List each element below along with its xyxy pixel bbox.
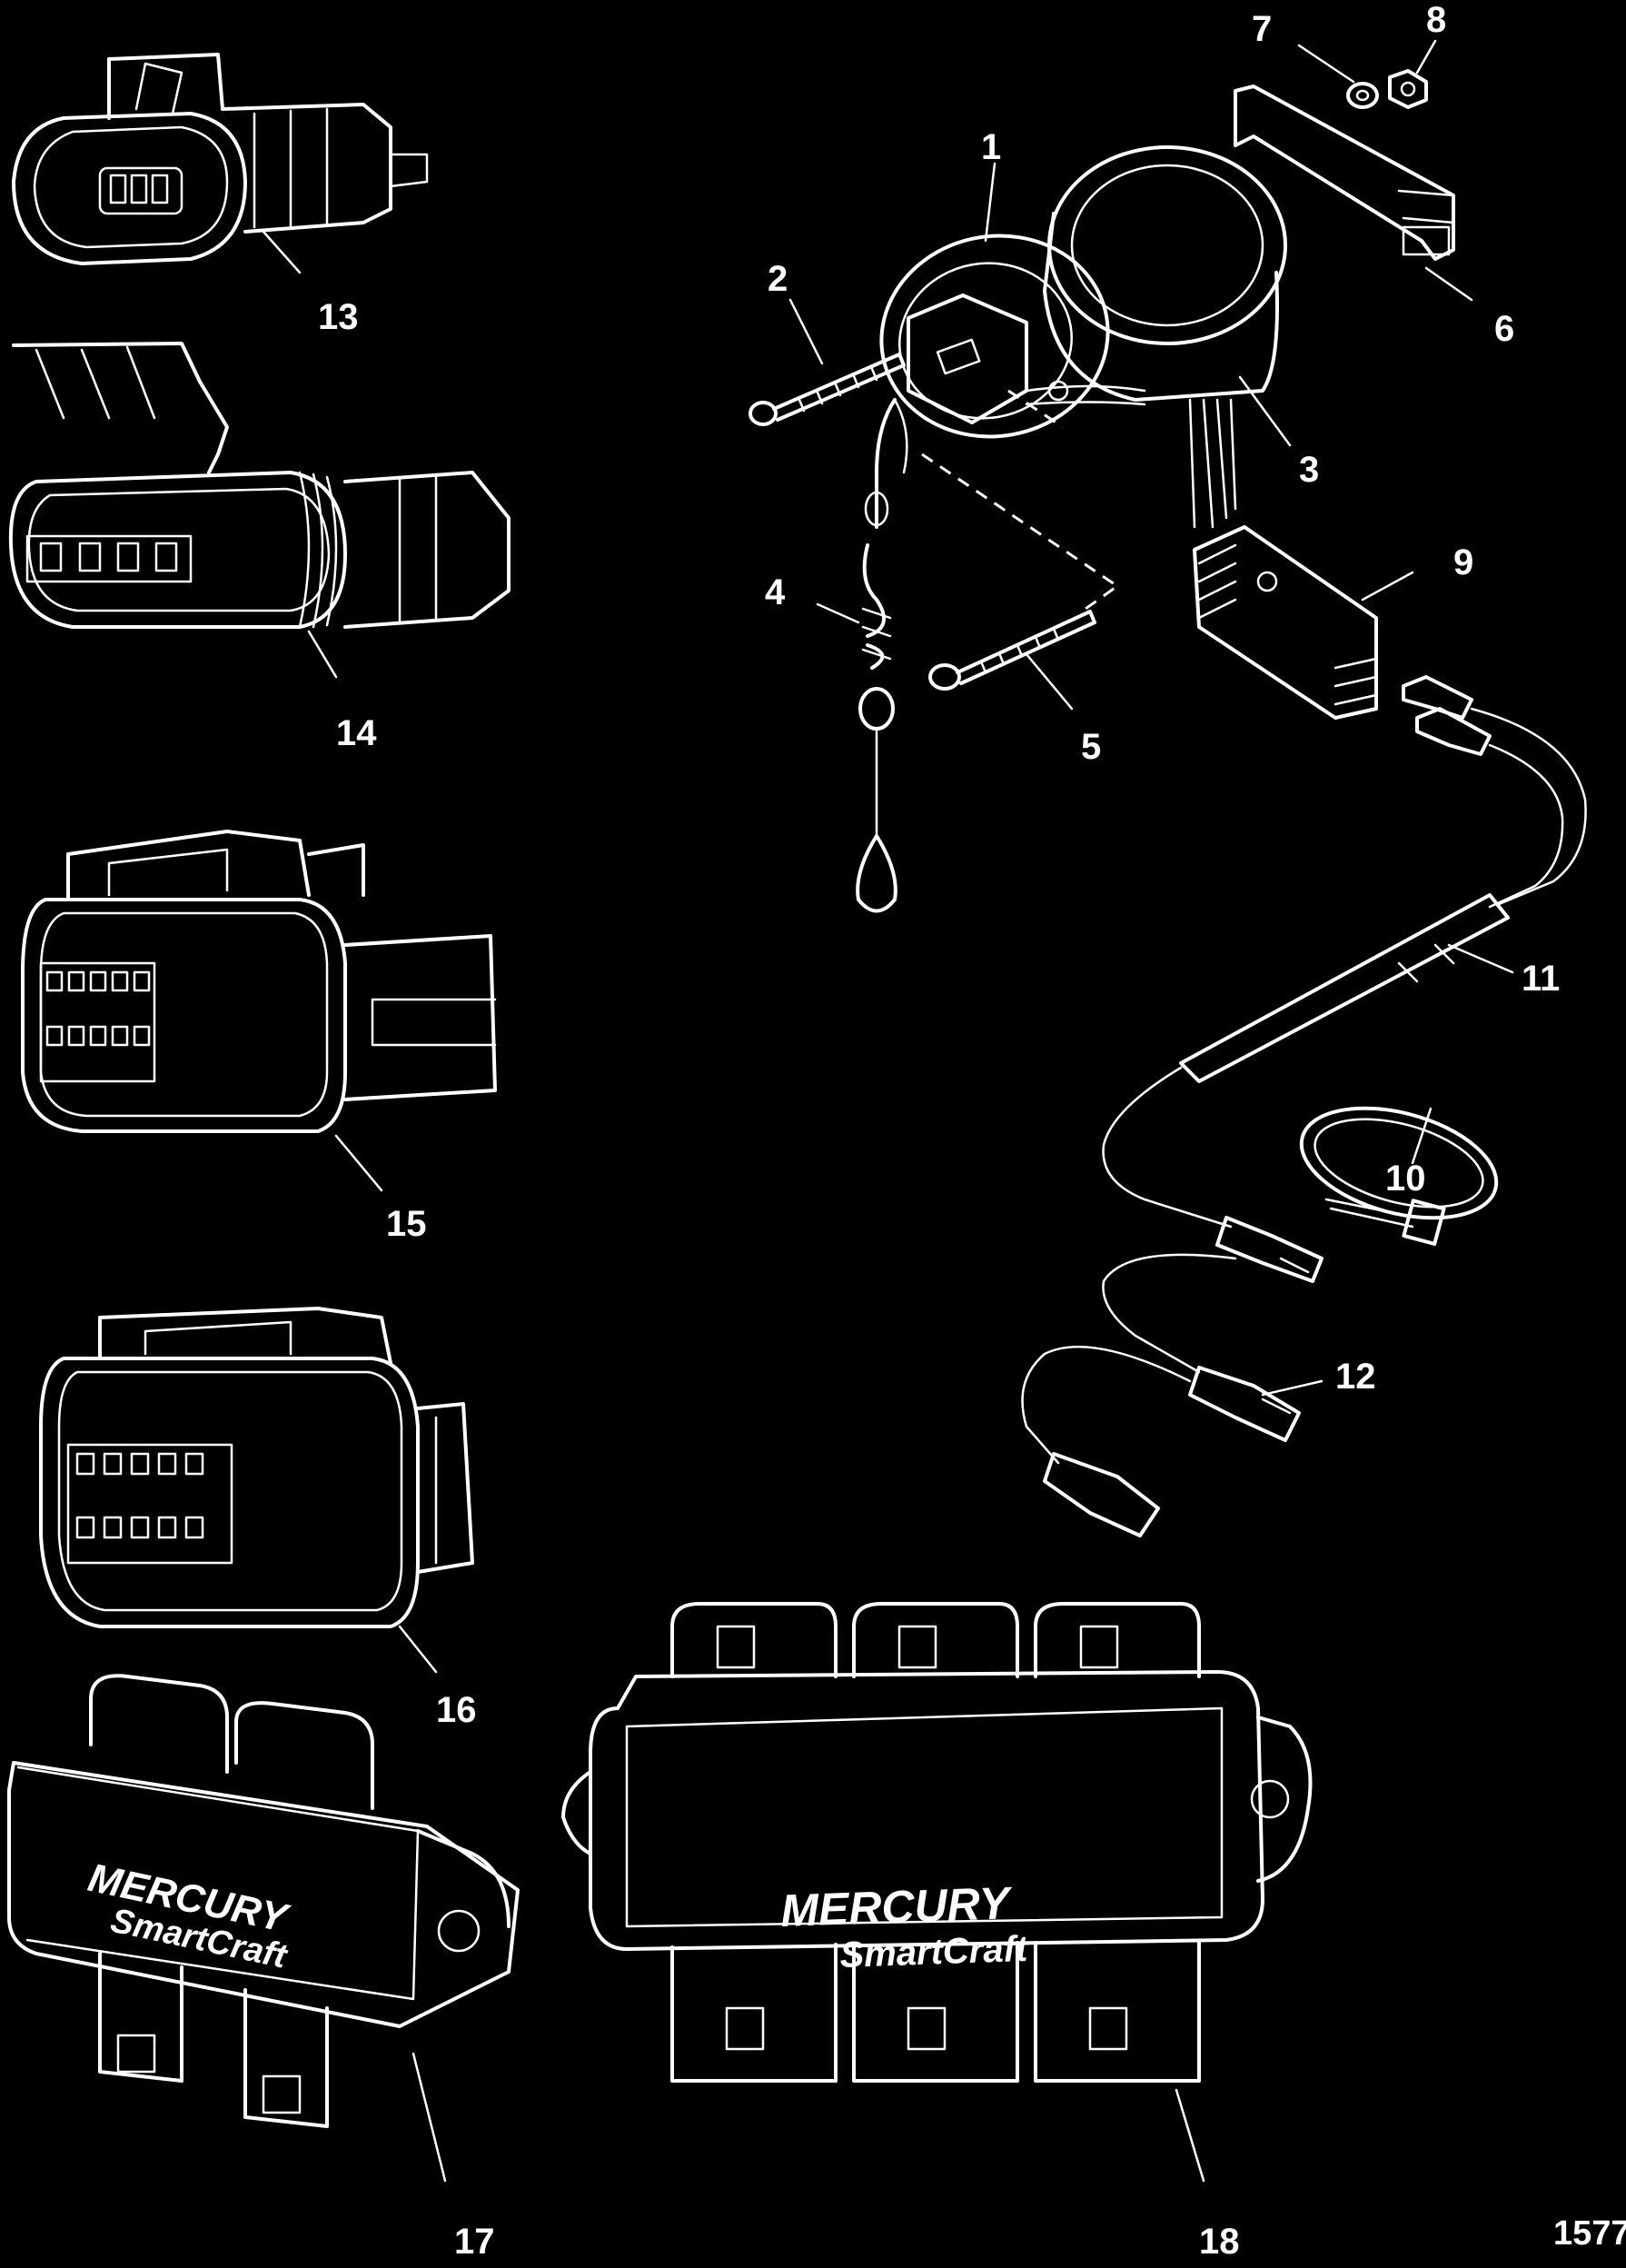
- callout-2: 2: [768, 259, 788, 299]
- callout-5: 5: [1081, 727, 1101, 767]
- hose-clamp-10: 10: [1299, 1106, 1499, 1246]
- terminal-bracket-9: 9: [1193, 525, 1473, 720]
- housing-3: 3: [1025, 145, 1319, 529]
- connector-13: 13: [12, 53, 429, 337]
- callout-9: 9: [1453, 542, 1473, 582]
- callout-6: 6: [1494, 309, 1514, 349]
- callout-8: 8: [1426, 0, 1446, 40]
- lanyard-4: 4: [765, 398, 908, 913]
- callout-11: 11: [1522, 959, 1560, 999]
- bracket-6: 6: [1234, 85, 1514, 349]
- smartcraft-text-18: SmartCraft: [839, 1929, 1030, 1975]
- callout-15: 15: [386, 1204, 427, 1244]
- connector-16: 16: [39, 1307, 477, 1730]
- screw-5: 5: [928, 610, 1101, 767]
- lead-wires-12: 12: [1021, 1066, 1376, 1537]
- callout-14: 14: [336, 713, 377, 753]
- mercury-logo-18: MERCURY: [779, 1877, 1014, 1936]
- callout-7: 7: [1252, 9, 1272, 49]
- connector-14: 14: [8, 342, 511, 753]
- wire-harness-11: 11: [1179, 675, 1587, 1083]
- callout-4: 4: [765, 572, 786, 612]
- callout-16: 16: [436, 1690, 477, 1730]
- figure-number: 1577: [1553, 2214, 1626, 2253]
- junction-box-18: MERCURY SmartCraft 18: [561, 1602, 1313, 2262]
- callout-1: 1: [981, 127, 1001, 167]
- callout-13: 13: [318, 297, 359, 337]
- nut-8: 8: [1388, 0, 1446, 109]
- lanyard-switch-1: 1: [879, 127, 1110, 439]
- callout-17: 17: [454, 2222, 495, 2262]
- callout-18: 18: [1199, 2222, 1240, 2262]
- screw-2: 2: [749, 259, 906, 426]
- callout-12: 12: [1335, 1357, 1376, 1397]
- alignment-lines: [921, 389, 1120, 611]
- washer-7: 7: [1252, 9, 1379, 109]
- callout-3: 3: [1299, 450, 1319, 490]
- callout-10: 10: [1385, 1159, 1426, 1199]
- connector-15: 15: [21, 830, 497, 1244]
